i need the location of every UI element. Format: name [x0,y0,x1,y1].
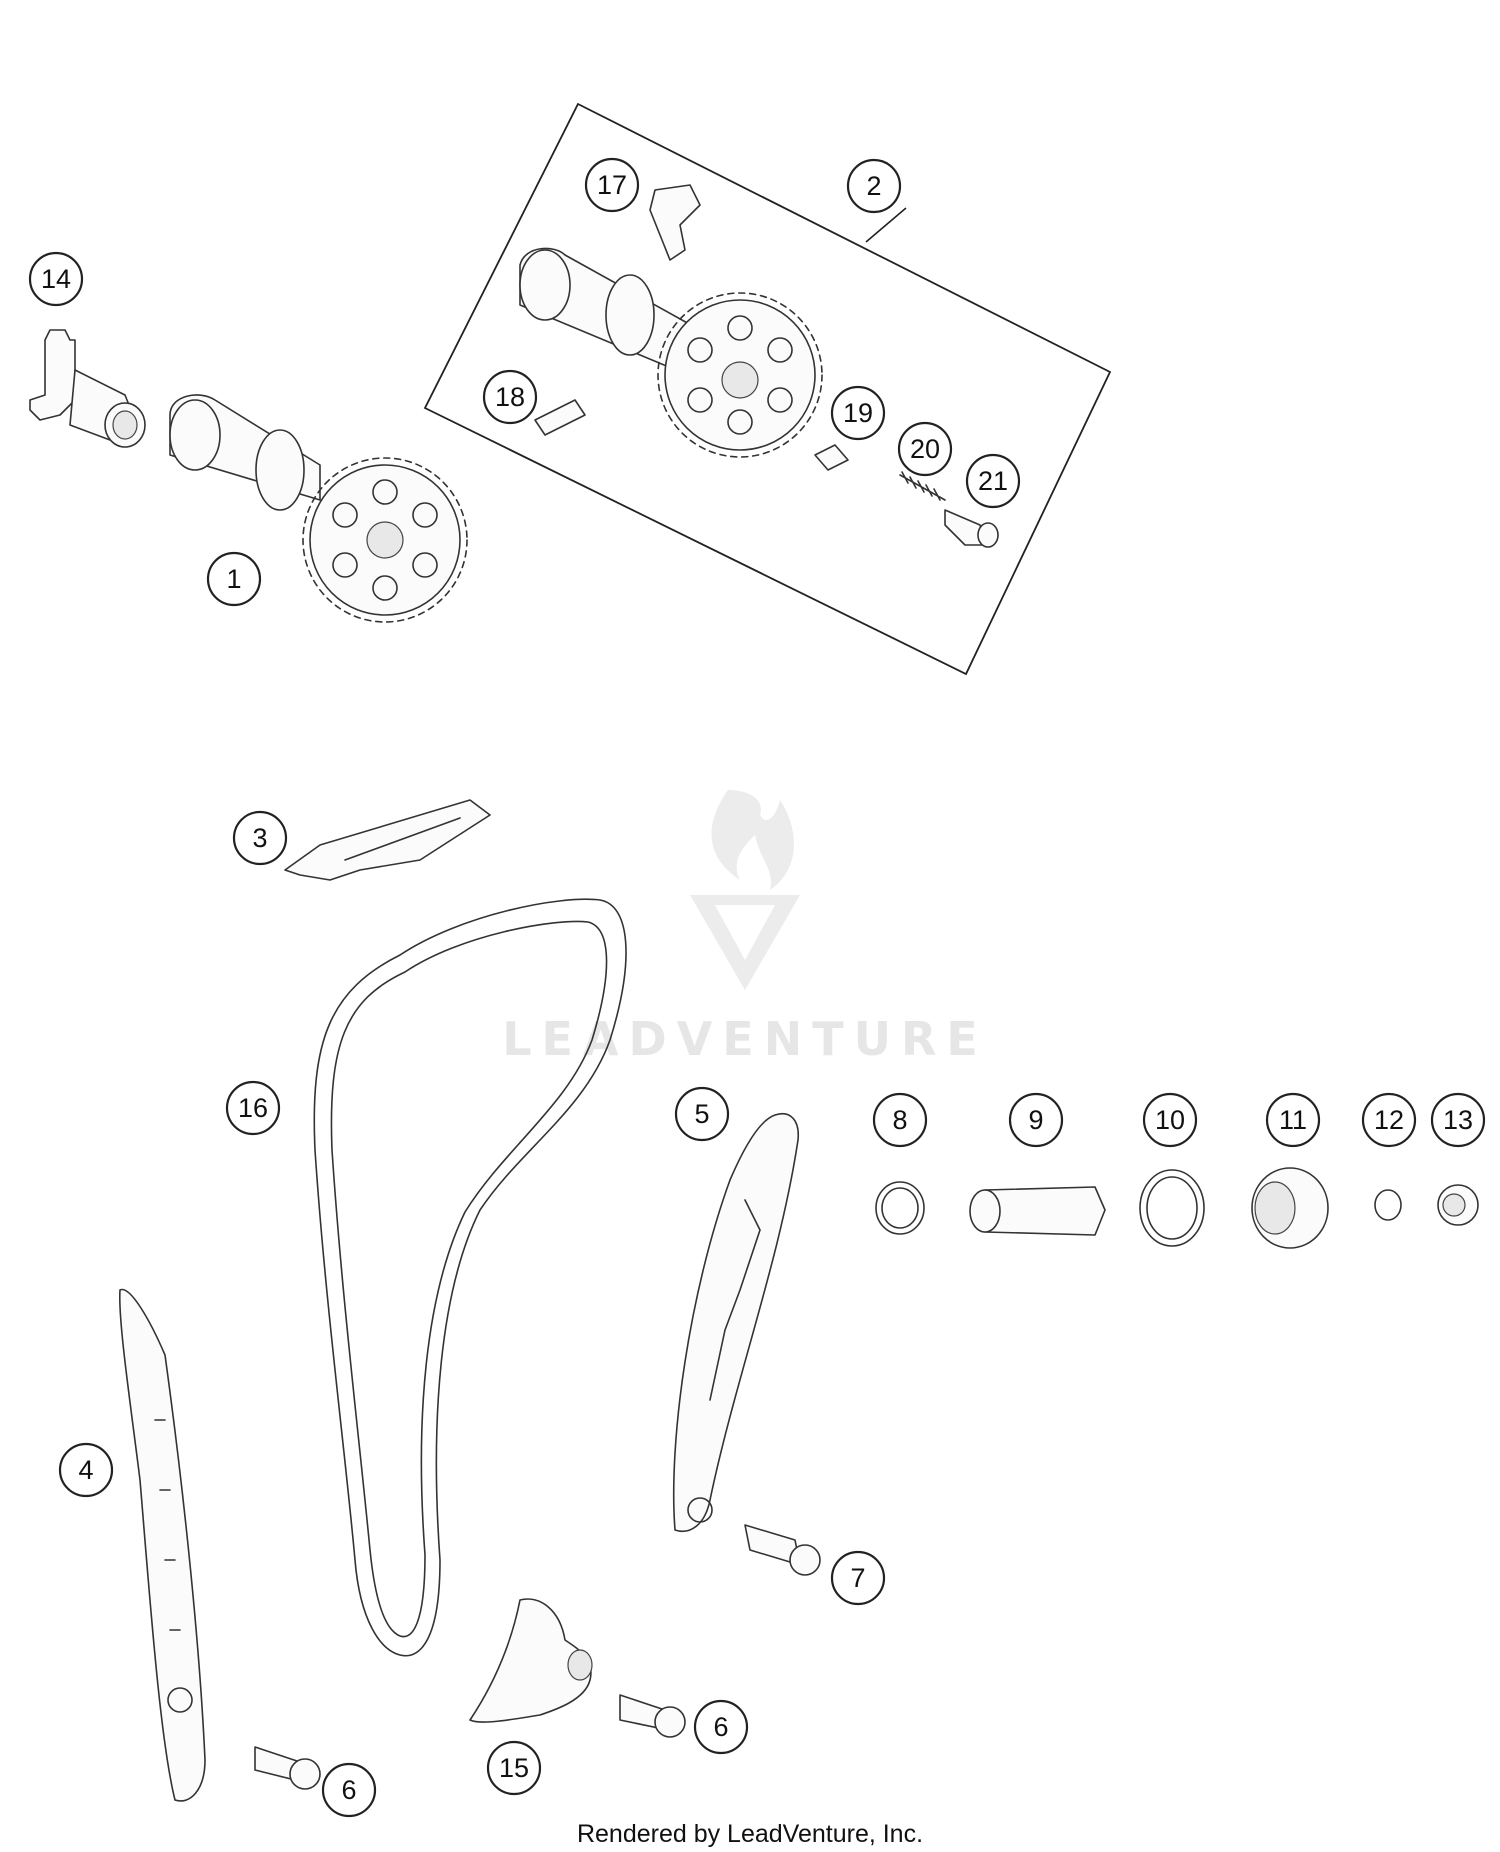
callout-5-label: 5 [694,1099,709,1129]
callout-7-label: 7 [850,1563,865,1593]
callout-9-label: 9 [1028,1105,1043,1135]
callout-7[interactable]: 7 [830,1550,886,1606]
callout-3-label: 3 [252,823,267,853]
callout-13-label: 13 [1443,1105,1473,1135]
callout-9[interactable]: 9 [1008,1092,1064,1148]
callout-6-right[interactable]: 6 [693,1699,749,1755]
callout-20[interactable]: 20 [897,421,953,477]
flame-logo-icon [711,790,794,890]
callout-16[interactable]: 16 [225,1080,281,1136]
callout-19[interactable]: 19 [830,385,886,441]
callout-11[interactable]: 11 [1265,1092,1321,1148]
callout-12-label: 12 [1374,1105,1404,1135]
part-14-drawing [29,329,146,448]
callout-12[interactable]: 12 [1361,1092,1417,1148]
part-21-bolt-drawing [944,509,999,548]
part-3-guide-drawing [284,799,491,881]
callout-1-label: 1 [226,564,241,594]
chevron-logo-icon [690,895,800,990]
watermark-text: LEADVENTURE [502,1012,988,1066]
part-12-ring [1374,1189,1402,1221]
tensioner-parts-drawing [875,1167,1479,1249]
leader-lines [865,207,907,243]
callout-2-label: 2 [866,171,881,201]
part-15-drawing [469,1598,593,1723]
callout-3[interactable]: 3 [232,810,288,866]
callout-6-left[interactable]: 6 [321,1762,377,1818]
callout-13[interactable]: 13 [1430,1092,1486,1148]
callout-18[interactable]: 18 [482,369,538,425]
callout-15-label: 15 [499,1753,529,1783]
render-credit-footer: Rendered by LeadVenture, Inc. [576,1820,924,1848]
callout-2[interactable]: 2 [846,158,902,214]
callout-11-label: 11 [1279,1105,1307,1135]
callout-4[interactable]: 4 [58,1442,114,1498]
callout-1[interactable]: 1 [206,551,262,607]
part-16-chain-drawing [313,898,627,1657]
callout-21-label: 21 [978,466,1008,496]
part-2-camshaft-kit-drawing [519,247,823,458]
part-18-drawing [534,399,586,436]
callout-20-label: 20 [910,434,940,464]
kit-outline-box [423,102,1112,676]
callout-6-right-label: 6 [713,1712,728,1742]
callout-4-label: 4 [78,1455,93,1485]
callout-16-label: 16 [238,1093,268,1123]
callout-14-label: 14 [41,264,71,294]
callout-19-label: 19 [843,398,873,428]
callout-14[interactable]: 14 [28,251,84,307]
part-4-rail-drawing [118,1288,206,1802]
callout-6-left-label: 6 [341,1775,356,1805]
callout-5[interactable]: 5 [674,1086,730,1142]
part-19-drawing [814,444,849,471]
part-9-piston [984,1186,1106,1236]
leadventure-watermark: LEADVENTURE [502,790,988,1066]
callout-17[interactable]: 17 [584,157,640,213]
part-20-spring-drawing [899,471,946,501]
callout-21[interactable]: 21 [965,453,1021,509]
part-17-drawing [649,184,701,261]
part-8-seal-ring [875,1181,925,1235]
callout-8[interactable]: 8 [872,1092,928,1148]
part-1-camshaft-drawing [169,394,468,623]
bolt-drawings [254,1524,821,1790]
callout-18-label: 18 [495,382,525,412]
callout-17-label: 17 [597,170,627,200]
part-5-rail-drawing [672,1113,800,1532]
callout-10[interactable]: 10 [1142,1092,1198,1148]
callout-15[interactable]: 15 [486,1740,542,1796]
callout-10-label: 10 [1155,1105,1185,1135]
part-10-seal-ring [1139,1169,1205,1247]
callout-8-label: 8 [892,1105,907,1135]
